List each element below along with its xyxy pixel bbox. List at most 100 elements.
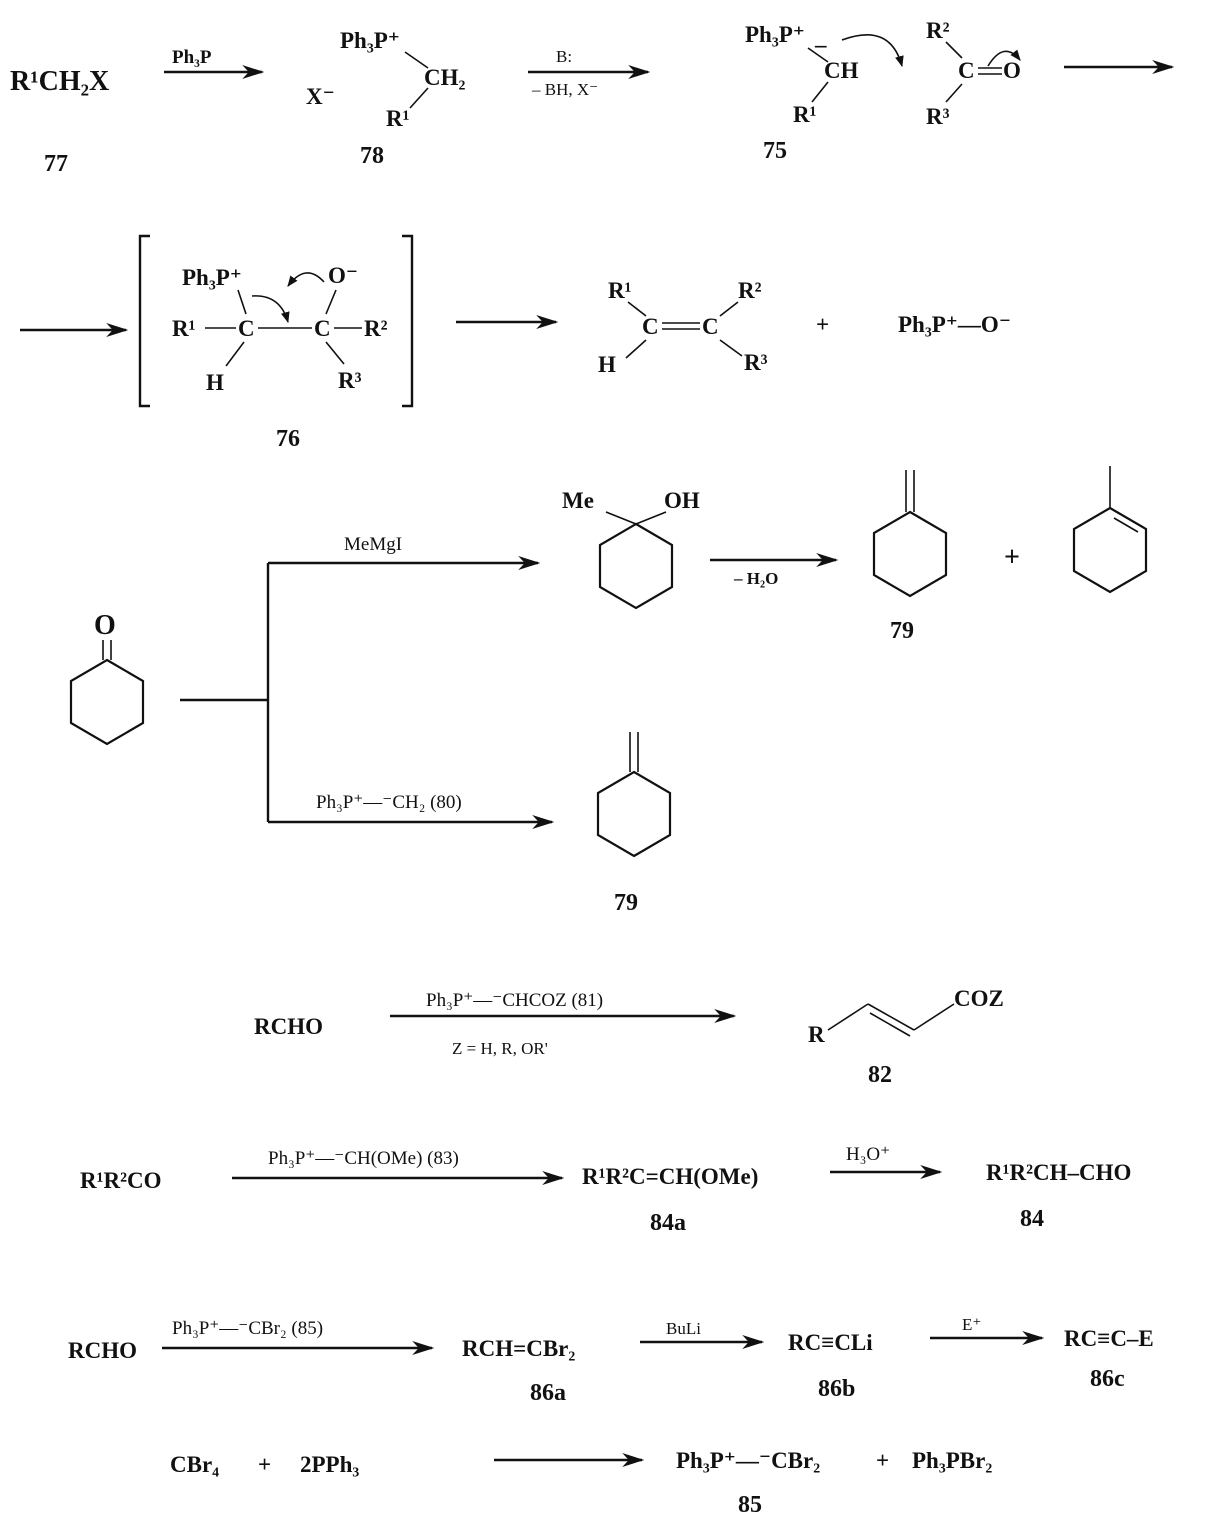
betaine-c1: C [238,316,255,341]
enone-double-bond-1 [867,1003,915,1031]
row1-ylide-formation: R¹CH₂X 77 Ph₃P Ph₃P⁺ CH₂ X⁻ R¹ 78 B: – B… [10,18,1175,177]
betaine-r1: R¹ [172,316,196,341]
methylenecyclohexane-ring-2 [596,770,672,858]
alcohol-me-bond [605,511,637,525]
plus-sign-7a: + [258,1452,271,1477]
electrophile: E⁺ [962,1315,981,1334]
betaine-c2: C [314,316,331,341]
ring-double-bond [1113,517,1139,533]
alkene-bond-r1 [627,301,647,317]
curved-arrow-carbonyl [987,49,1021,67]
bracket-left [138,234,150,408]
grignard-reagent: MeMgI [344,534,402,555]
compound-number-84a: 84a [650,1210,686,1236]
ylide-r1: R¹ [793,102,817,127]
compound-number-76: 76 [276,426,300,452]
buli-reagent: BuLi [666,1319,701,1338]
compound-number-84: 84 [1020,1206,1044,1232]
dibromoalkene: RCH=CBr₂ [462,1336,575,1361]
triphenylphosphine-2eq: 2PPh₃ [300,1452,359,1477]
compound-number-75: 75 [763,138,787,164]
carbonyl-bond-r2 [945,41,963,59]
compound-number-77: 77 [44,151,68,177]
aldehyde-sm: RCHO [254,1014,323,1039]
carbonyl-bond-r3 [945,83,963,103]
salt-anion: X⁻ [306,84,335,109]
aldehyde-product: R¹R²CH–CHO [986,1160,1131,1185]
lithium-acetylide: RC≡CLi [788,1330,873,1355]
base-byproducts: – BH, X⁻ [531,80,598,99]
phosphine-oxide: Ph₃P⁺—O⁻ [898,312,1011,337]
ylide-ch: CH [824,58,859,83]
dehydration-label: – H₂O [733,569,778,588]
plus-sign-ring: + [1004,542,1020,573]
betaine-bond-p-c [237,289,247,315]
sm-alkyl-halide: R¹CH₂X [10,66,109,97]
row3-cyclohexanone-comparison: O MeMgI Me OH – H₂O 79 + Ph₃P⁺—⁻CH₂ (80)… [69,466,1148,916]
enone-double-bond-2 [869,1012,911,1037]
alcohol-ring [598,522,674,610]
alkene-r3: R³ [744,350,768,375]
alkene-r1: R¹ [608,278,632,303]
reagent-triphenylphosphine: Ph₃P [172,47,212,68]
carbonyl-carbon: C [958,58,975,83]
alkene-bond-h [625,339,647,359]
reagent-83: Ph₃P⁺—⁻CH(OMe) (83) [268,1148,459,1169]
base-label: B: [556,47,572,66]
enone-r: R [808,1022,825,1047]
carbonyl-r3: R³ [926,104,950,129]
curved-arrow-ylide-attack [841,33,904,68]
carbonyl-oxygen: O [1003,58,1021,83]
alcohol-oh-bond [635,511,667,525]
salt-r1: R¹ [386,106,410,131]
enone-bond-1 [827,1003,869,1031]
betaine-bond-c-h [225,341,245,367]
alkene-c2: C [702,314,719,339]
hydrolysis-reagent: H₃O⁺ [846,1144,890,1165]
alkene-c1: C [642,314,659,339]
reagent-81-z: Z = H, R, OR' [452,1039,548,1058]
curved-arrow-oxide [287,272,325,287]
cyclohexanone-ring [69,658,145,746]
salt-bond-c-r [409,87,429,109]
compound-number-86a: 86a [530,1380,566,1406]
plus-sign: + [816,312,829,337]
compound-number-78: 78 [360,143,384,169]
row5-homologation: R¹R²CO Ph₃P⁺—⁻CH(OMe) (83) R¹R²C=CH(OMe)… [80,1144,1131,1236]
reagent-81: Ph₃P⁺—⁻CHCOZ (81) [426,990,603,1011]
enone-bond-3 [913,1003,955,1031]
methylenecyclohexane-ring [872,510,948,598]
ylide-bond-c-r [811,81,829,103]
row6-corey-fuchs: RCHO Ph₃P⁺—⁻CBr₂ (85) RCH=CBr₂ 86a BuLi … [68,1315,1154,1406]
carbonyl-r2: R² [926,18,950,43]
ylide-carbanion-charge: – [814,32,827,57]
compound-number-79-b: 79 [614,890,638,916]
row4-stabilized-ylide: RCHO Ph₃P⁺—⁻CHCOZ (81) Z = H, R, OR' R C… [254,986,1004,1088]
row2-betaine-elimination: Ph₃P⁺ O⁻ R¹ C C R² H R³ 76 R¹ C C R² H R… [20,234,1011,452]
plus-sign-7b: + [876,1448,889,1473]
salt-ch2: CH₂ [424,65,466,90]
ylide-cation: Ph₃P⁺ [745,22,805,47]
alkene-bond-r3 [719,339,743,357]
row7-ylide-generation: CBr₄ + 2PPh₃ Ph₃P⁺—⁻CBr₂ + Ph₃PBr₂ 85 [170,1448,992,1518]
compound-number-86c: 86c [1090,1366,1125,1392]
betaine-h: H [206,370,224,395]
methylcyclohexene-ring [1072,506,1148,594]
salt-cation: Ph₃P⁺ [340,28,400,53]
betaine-r3: R³ [338,368,362,393]
wittig-reagent-80: Ph₃P⁺—⁻CH₂ (80) [316,792,462,813]
salt-bond-p-c [404,51,429,69]
alkene-r2: R² [738,278,762,303]
betaine-cation: Ph₃P⁺ [182,265,242,290]
compound-number-85: 85 [738,1492,762,1518]
compound-number-79-a: 79 [890,618,914,644]
triphenylphosphine-dibromide: Ph₃PBr₂ [912,1448,992,1473]
dibromomethylene-ylide: Ph₃P⁺—⁻CBr₂ [676,1448,820,1473]
curved-arrow-pc-bond [251,295,290,324]
betaine-oxide: O⁻ [328,263,358,288]
carbon-tetrabromide: CBr₄ [170,1452,219,1477]
bracket-right [402,234,414,408]
compound-number-86b: 86b [818,1376,855,1402]
reagent-85: Ph₃P⁺—⁻CBr₂ (85) [172,1318,323,1339]
